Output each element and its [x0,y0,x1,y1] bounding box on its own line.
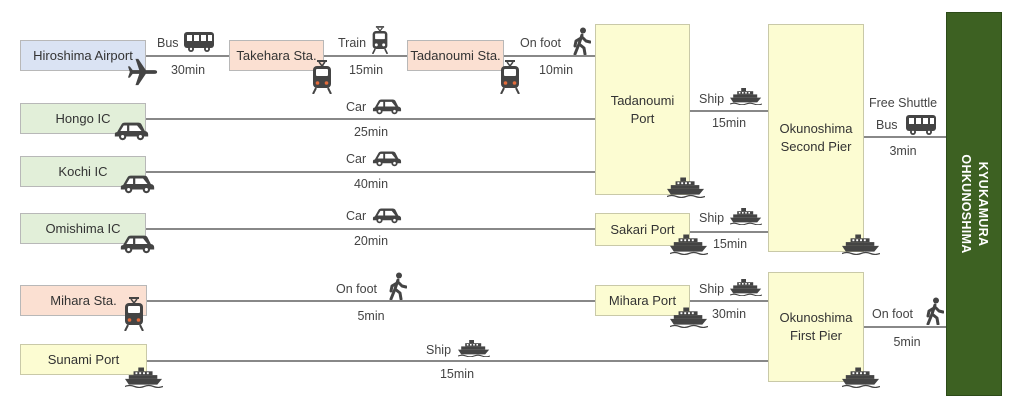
node-hiroshima-airport: Hiroshima Airport [20,40,146,71]
car-icon [113,121,150,141]
route-time-label: 25min [353,125,389,139]
route-line-sakari-second [690,231,768,233]
route-mode-label: Ship [699,282,725,296]
route-line-tadanoumi-second [690,110,768,112]
route-mode-label: Train [338,36,367,50]
walking-person-icon [924,297,944,325]
node-omishima-ic: Omishima IC [20,213,146,244]
car-icon [372,150,402,167]
node-sakari-port: Sakari Port [595,213,690,246]
node-sunami-port: Sunami Port [20,344,147,375]
node-label-line-2: Port [630,110,655,126]
train-icon [499,60,521,94]
node-label: Kochi IC [58,163,108,179]
route-mode-label: Car [346,100,367,114]
car-icon [372,98,402,115]
route-line-kochi-port [146,171,595,173]
route-time-label: 5min [893,335,921,349]
route-time-label: 20min [353,234,389,248]
route-time-label: 10min [538,63,574,77]
car-icon [119,174,156,194]
node-tadanoumi-station: Tadanoumi Sta. [407,40,504,71]
train-icon [311,60,333,94]
ship-icon [842,366,880,388]
route-line-tadanoumi-sta-port [504,55,595,57]
route-mode-label: Ship [699,92,725,106]
node-label: Takehara Sta. [236,47,317,63]
route-line-mihara-sta-port [147,300,595,302]
bus-icon [905,114,937,136]
destination-label: KYUKAMURA OHKUNOSHIMA [957,154,991,253]
ship-icon [670,306,708,328]
ship-icon [842,233,880,255]
node-label: Tadanoumi Sta. [410,47,501,63]
node-label-line-2: First Pier [790,328,842,343]
node-label-line-1: Okunoshima [779,310,853,326]
route-mode-label: Ship [426,343,452,357]
node-mihara-port: Mihara Port [595,285,690,316]
route-mode-label: Bus [157,36,179,50]
node-okunoshima-second-pier: Okunoshima Second Pier [768,24,864,252]
route-mode-label: On foot [336,282,377,296]
route-mode-label: Car [346,152,367,166]
airplane-icon [127,56,159,88]
route-time-label: 5min [357,309,385,323]
node-label: Mihara Port [608,292,677,308]
node-label-line-1: Okunoshima [779,121,853,137]
route-line-hongo-port [146,118,595,120]
route-line-second-destination [864,136,946,138]
node-label: Sakari Port [610,221,675,237]
node-tadanoumi-port: Tadanoumi Port [595,24,690,195]
route-time-label: 40min [353,177,389,191]
node-label: Hongo IC [55,110,111,126]
route-line-omishima-sakari [146,228,595,230]
bus-icon [183,31,215,53]
route-mode-label: Car [346,209,367,223]
node-label: Hiroshima Airport [33,47,133,63]
route-mode-label: Bus [876,118,898,132]
ship-icon [458,339,490,357]
node-label-line-2: Second Pier [780,139,852,154]
destination-kyukamura: KYUKAMURA OHKUNOSHIMA [946,12,1002,396]
node-label: Omishima IC [45,220,121,236]
ship-icon [730,278,762,296]
node-okunoshima-first-pier: Okunoshima First Pier [768,272,864,382]
car-icon [119,234,156,254]
destination-label-line-2: OHKUNOSHIMA [959,154,973,254]
train-icon [371,26,389,54]
route-line-first-destination [864,326,946,328]
ship-icon [670,233,708,255]
ship-icon [730,87,762,105]
route-mode-label: On foot [872,307,913,321]
route-mode-label: On foot [520,36,561,50]
node-label-line-1: Tadanoumi [610,92,675,108]
node-takehara-station: Takehara Sta. [229,40,324,71]
route-line-mihara-port-first [690,300,768,302]
route-line-takehara-tadanoumi [324,55,407,57]
route-time-label: 30min [170,63,206,77]
route-mode-label: Free Shuttle [868,96,938,110]
walking-person-icon [387,272,407,300]
route-time-label: 15min [348,63,384,77]
train-icon [123,297,145,331]
route-line-airport-takehara [145,55,229,57]
route-time-label: 15min [439,367,475,381]
route-mode-label: Ship [699,211,725,225]
route-time-label: 30min [711,307,747,321]
route-line-sunami-first [147,360,768,362]
route-time-label: 15min [711,116,747,130]
route-time-label: 3min [889,144,917,158]
route-time-label: 15min [712,237,748,251]
destination-label-line-1: KYUKAMURA [975,161,990,247]
ship-icon [730,207,762,225]
node-label: Mihara Sta. [50,292,117,308]
walking-person-icon [571,27,591,55]
car-icon [372,207,402,224]
ship-icon [125,366,163,388]
node-label: Sunami Port [47,351,120,367]
ship-icon [667,176,705,198]
